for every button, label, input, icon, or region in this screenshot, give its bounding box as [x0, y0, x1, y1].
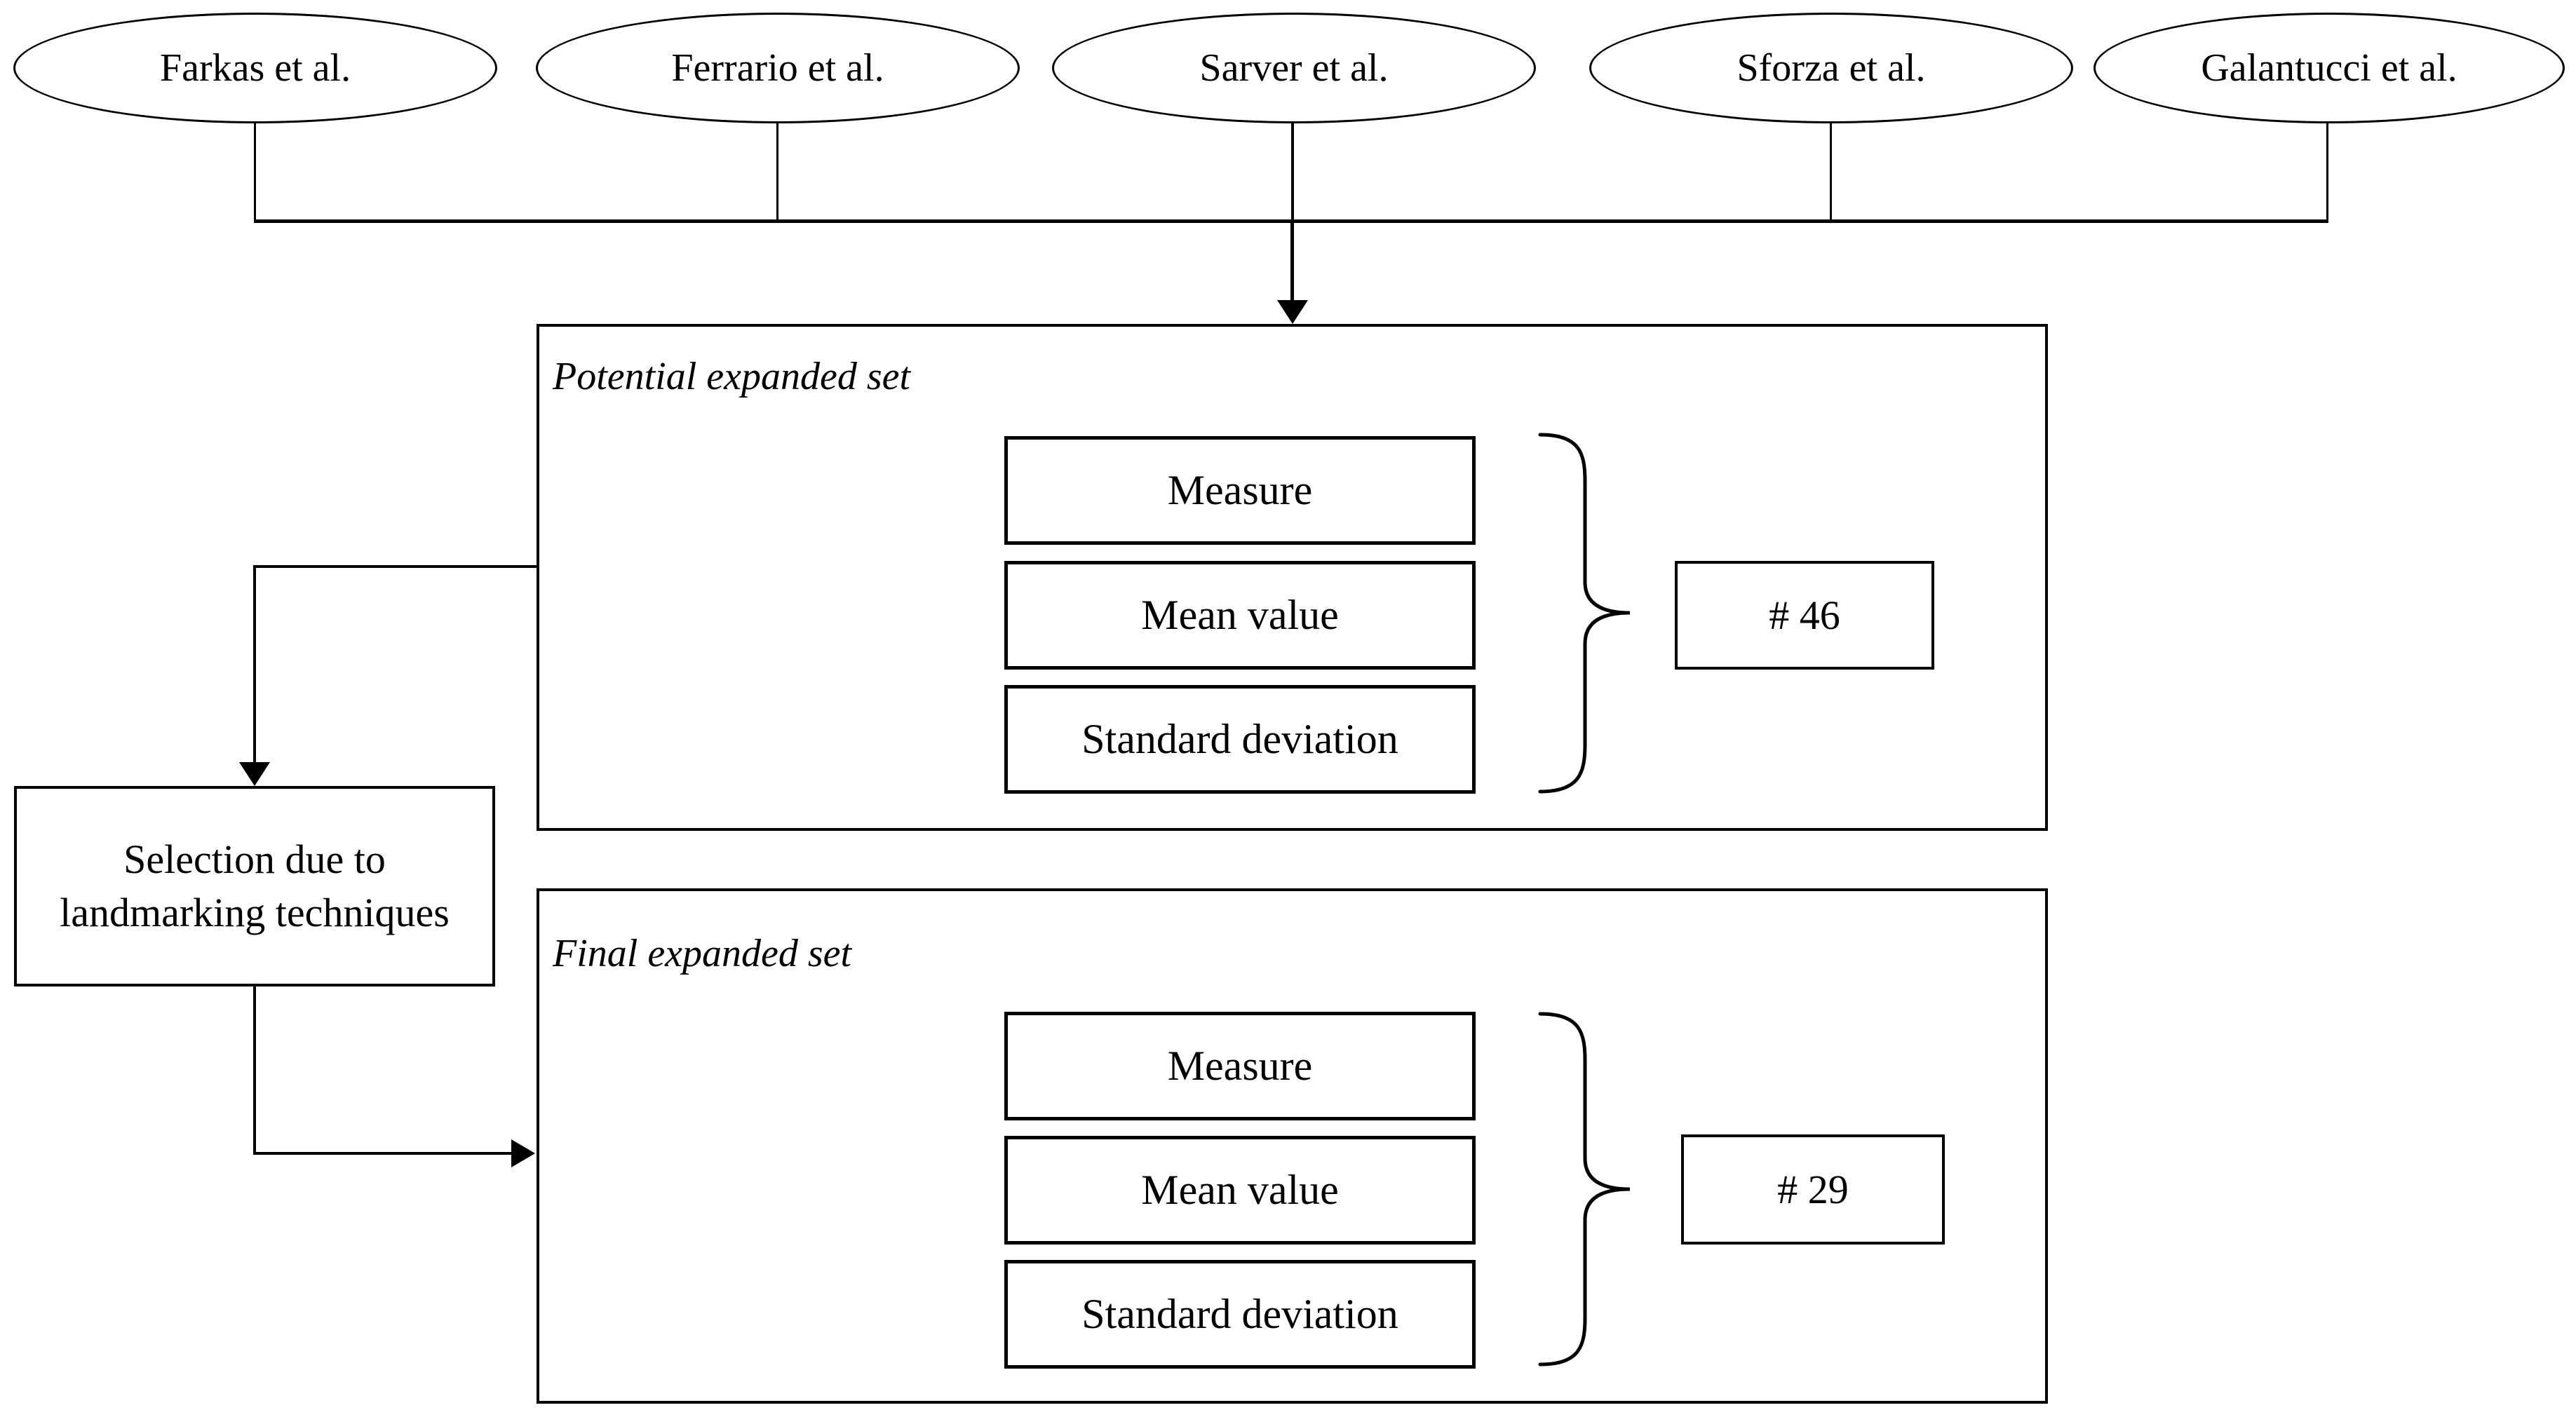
potential-set-title: Potential expanded set — [553, 355, 911, 398]
source-label: Sarver et al. — [1199, 46, 1389, 90]
final-count-box: # 29 — [1681, 1134, 1945, 1245]
connector-stub-sarver — [1291, 123, 1294, 221]
selection-box: Selection due to landmarking techniques — [14, 786, 495, 987]
elbow1-vertical-line — [253, 565, 256, 764]
arrowhead-right-icon — [511, 1139, 535, 1167]
main-arrow-line — [1290, 221, 1294, 302]
final-row-measure: Measure — [1004, 1012, 1476, 1120]
source-label: Sforza et al. — [1737, 46, 1926, 90]
final-row-mean-value: Mean value — [1004, 1136, 1476, 1245]
connector-stub-sforza — [1830, 123, 1832, 222]
potential-count-box: # 46 — [1675, 561, 1934, 670]
potential-row-measure: Measure — [1004, 436, 1476, 545]
selection-label: Selection due to landmarking techniques — [60, 836, 450, 935]
arrowhead-down-icon — [1277, 300, 1308, 324]
connector-stub-farkas — [254, 123, 256, 222]
source-label: Farkas et al. — [159, 46, 351, 90]
source-ellipse-farkas: Farkas et al. — [13, 13, 497, 123]
potential-row-standard-deviation: Standard deviation — [1004, 685, 1476, 794]
source-label: Ferrario et al. — [671, 46, 884, 90]
arrowhead-down-icon — [239, 762, 270, 786]
source-ellipse-ferrario: Ferrario et al. — [536, 13, 1020, 123]
connector-stub-galantucci — [2326, 123, 2328, 222]
final-set-title: Final expanded set — [553, 932, 852, 975]
source-ellipse-galantucci: Galantucci et al. — [2093, 13, 2565, 123]
elbow2-vertical-line — [253, 987, 256, 1155]
right-brace-icon — [1538, 1012, 1631, 1367]
elbow1-horizontal-line — [255, 565, 537, 568]
final-row-standard-deviation: Standard deviation — [1004, 1260, 1476, 1369]
connector-stub-ferrario — [776, 123, 778, 222]
elbow2-horizontal-line — [253, 1152, 513, 1155]
source-ellipse-sforza: Sforza et al. — [1589, 13, 2073, 123]
source-ellipse-sarver: Sarver et al. — [1052, 13, 1536, 123]
source-label: Galantucci et al. — [2201, 46, 2457, 90]
potential-row-mean-value: Mean value — [1004, 561, 1476, 670]
right-brace-icon — [1538, 433, 1631, 794]
